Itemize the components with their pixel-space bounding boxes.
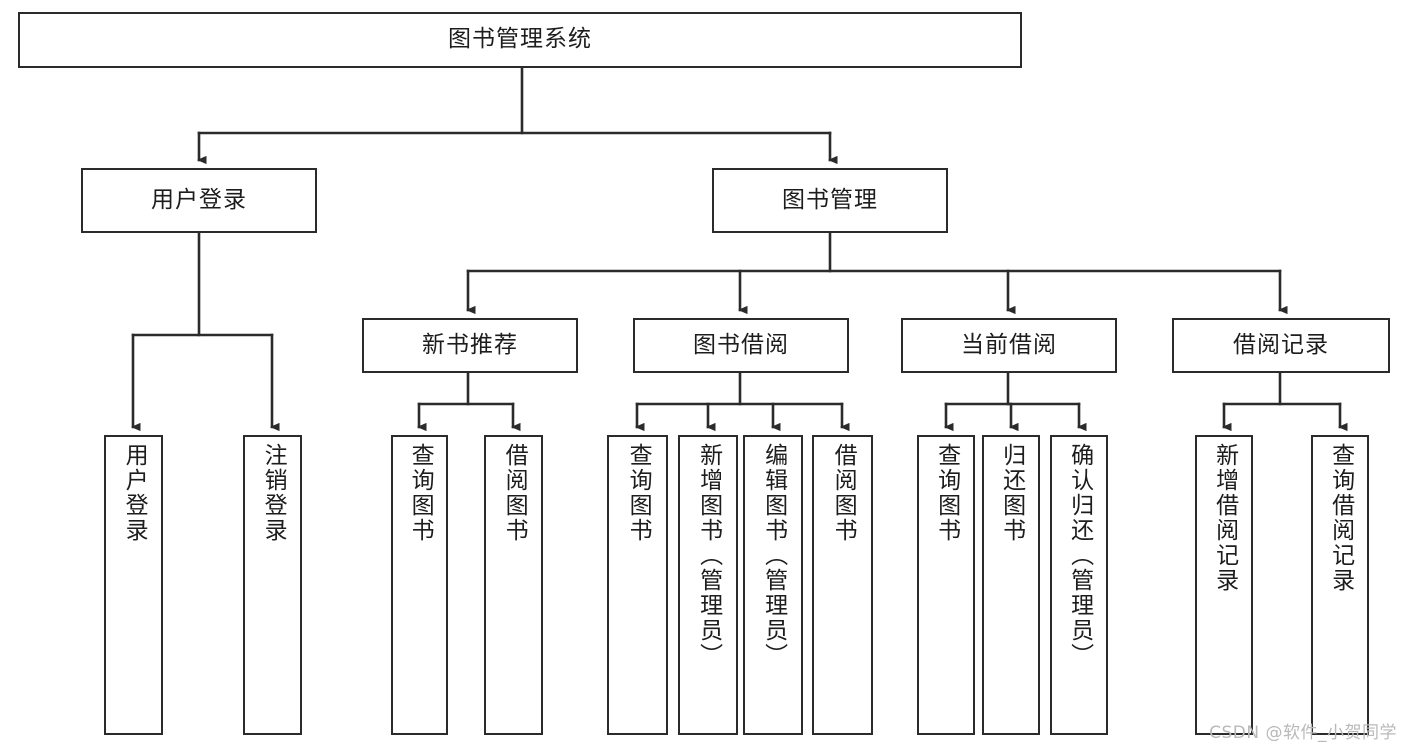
csdn-watermark: CSDN @软件_小贺同学 [1209,723,1397,743]
node-book-borrow[interactable]: 图书借阅 [633,318,849,373]
leaf-label: 借阅图书 [830,443,857,543]
leaf-label: 新增图书（管理员） [695,443,722,668]
leaf-label: 确认归还（管理员） [1066,443,1093,668]
node-new-book-recommend[interactable]: 新书推荐 [362,318,578,373]
leaf-label: 归还图书 [998,443,1025,543]
leaf-borrow-record-query[interactable]: 查询借阅记录 [1311,435,1369,735]
leaf-book-borrow-borrow[interactable]: 借阅图书 [812,435,873,735]
node-book-management[interactable]: 图书管理 [712,168,948,233]
node-current-borrow[interactable]: 当前借阅 [901,318,1117,373]
leaf-label: 新增借阅记录 [1211,443,1238,593]
leaf-label: 查询图书 [625,443,652,543]
leaf-new-book-borrow[interactable]: 借阅图书 [484,435,543,735]
leaf-label: 查询图书 [933,443,960,543]
node-borrow-record[interactable]: 借阅记录 [1172,318,1390,373]
leaf-current-borrow-return[interactable]: 归还图书 [982,435,1040,735]
leaf-book-borrow-edit[interactable]: 编辑图书（管理员） [743,435,803,735]
leaf-label: 注销登录 [260,443,287,543]
leaf-new-book-query[interactable]: 查询图书 [391,435,448,735]
leaf-user-login-signin[interactable]: 用户登录 [104,435,163,735]
leaf-label: 查询借阅记录 [1327,443,1354,593]
leaf-book-borrow-query[interactable]: 查询图书 [607,435,668,735]
leaf-label: 编辑图书（管理员） [760,443,787,668]
leaf-borrow-record-add[interactable]: 新增借阅记录 [1195,435,1253,735]
leaf-label: 查询图书 [407,443,434,543]
leaf-user-login-signout[interactable]: 注销登录 [243,435,302,735]
leaf-label: 用户登录 [121,443,148,543]
node-user-login[interactable]: 用户登录 [81,168,317,233]
leaf-current-borrow-query[interactable]: 查询图书 [917,435,975,735]
leaf-current-borrow-confirm[interactable]: 确认归还（管理员） [1050,435,1108,735]
node-root-system[interactable]: 图书管理系统 [18,12,1022,68]
leaf-book-borrow-add[interactable]: 新增图书（管理员） [678,435,738,735]
leaf-label: 借阅图书 [501,443,528,543]
